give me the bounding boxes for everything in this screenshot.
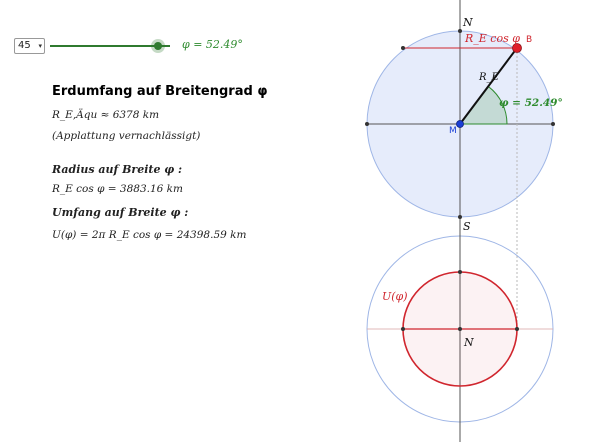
radius-label: R_E — [478, 72, 500, 83]
projection-label: R_E cos φ — [464, 32, 520, 45]
slider-knob[interactable] — [154, 42, 162, 50]
angle-select[interactable]: 45 ▾ — [14, 38, 45, 54]
center-label: M — [449, 126, 457, 136]
page-title: Erdumfang auf Breitengrad φ — [52, 84, 268, 99]
equator-radius-text: R_E,Äqu ≈ 6378 km — [52, 109, 160, 121]
lower-west-point — [401, 327, 405, 331]
flattening-note: (Applattung vernachlässigt) — [52, 130, 201, 142]
center-point-m[interactable] — [456, 120, 464, 128]
equator-east-point — [551, 122, 555, 126]
lower-top-point — [458, 270, 462, 274]
circumference-heading: Umfang auf Breite φ : — [52, 206, 189, 219]
phi-value-label: φ = 52.49° — [182, 38, 243, 51]
lower-north-label: N — [463, 336, 474, 349]
chevron-down-icon: ▾ — [38, 42, 42, 50]
radius-heading: Radius auf Breite φ : — [52, 163, 183, 176]
latitude-west-point — [401, 46, 405, 50]
lower-center-point — [458, 327, 462, 331]
lower-east-point — [515, 327, 519, 331]
point-b[interactable] — [512, 43, 522, 53]
latitude-slider-row: 45 ▾ φ = 52.49° — [14, 38, 254, 56]
south-point[interactable] — [458, 215, 462, 219]
north-point[interactable] — [458, 29, 462, 33]
radius-line — [459, 47, 518, 125]
north-label: N — [462, 16, 473, 29]
slider-track[interactable] — [50, 45, 170, 47]
angle-label: φ = 52.49° — [499, 97, 563, 109]
circumference-formula: U(φ) = 2π R_E cos φ = 24398.59 km — [52, 229, 247, 241]
south-label: S — [463, 220, 471, 233]
radius-formula: R_E cos φ = 3883.16 km — [52, 183, 183, 195]
angle-select-value: 45 — [18, 40, 31, 51]
circumference-label: U(φ) — [382, 290, 408, 303]
equator-west-point — [365, 122, 369, 126]
point-b-label: B — [526, 35, 532, 45]
